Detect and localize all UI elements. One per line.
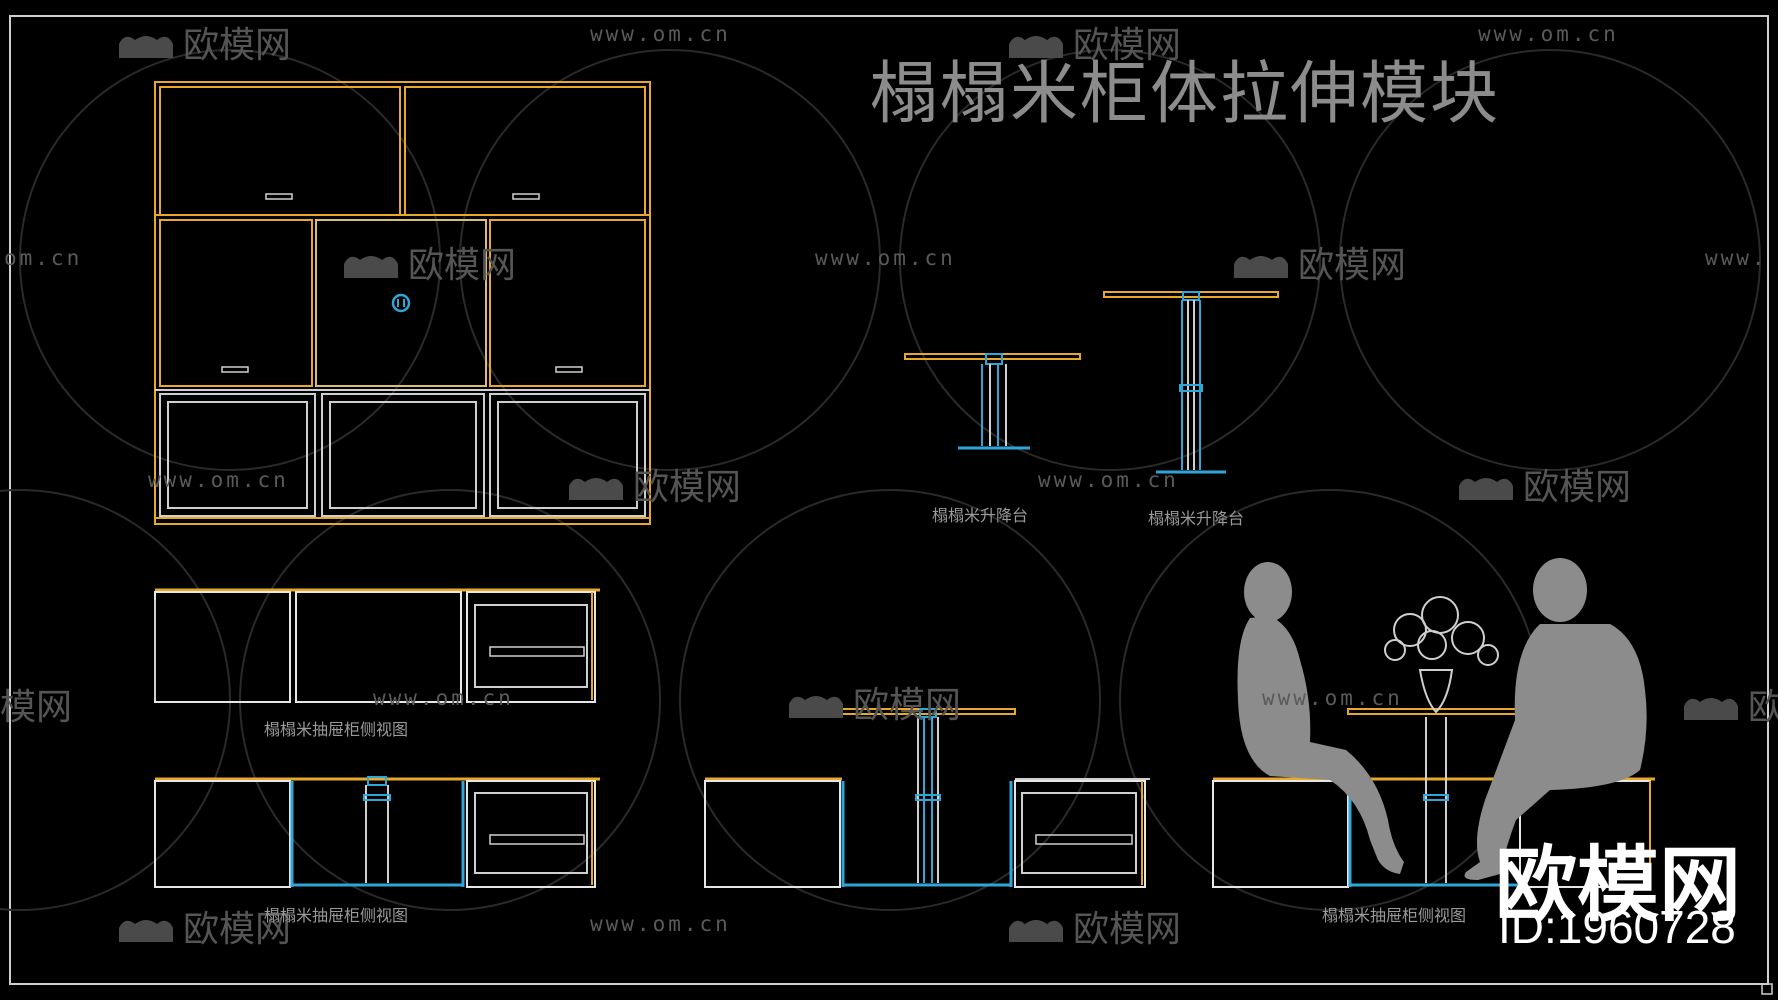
watermark-url-partial: om.cn (4, 246, 83, 270)
sofa-icon (115, 914, 177, 948)
watermark-logo-text: 欧模网 (183, 909, 292, 950)
lift-table-tall (1103, 291, 1279, 474)
watermark-url: www.om.cn (590, 912, 731, 936)
drawing-border (9, 15, 1769, 985)
watermark-logo: 欧模网 (785, 676, 961, 728)
person-silhouette-left (1237, 562, 1404, 874)
watermark-logo-text: 欧模网 (408, 245, 517, 286)
watermark-logo-partial-right: 欧 (1680, 678, 1778, 730)
watermark-logo: 欧模网 (1005, 900, 1181, 952)
watermark-logo-partial-left: 模网 (0, 687, 73, 728)
flower-vase-icon (1384, 596, 1499, 714)
sofa-icon (1230, 250, 1292, 284)
person-silhouette-right (1464, 558, 1647, 880)
drawer-cabinet-side-2 (154, 776, 600, 888)
brand-logo: 欧模网 (1495, 838, 1742, 933)
watermark-logo: 欧模网 (1230, 236, 1406, 288)
watermark-logo: 欧模网 (1455, 458, 1631, 510)
watermark-url: www.om.cn (1478, 22, 1619, 46)
watermark-logo-text: 欧模网 (1298, 245, 1407, 286)
watermark-logo: 欧模网 (565, 458, 741, 510)
watermark-logo-text: 欧模网 (853, 685, 962, 726)
watermark-logo-text: 欧模网 (1523, 467, 1632, 508)
sofa-icon (785, 690, 847, 724)
sofa-icon (1455, 472, 1517, 506)
brand-id: ID:1960728 (1498, 901, 1736, 953)
watermark-logo: 欧模网 (115, 900, 291, 952)
sofa-icon (1005, 914, 1067, 948)
watermark-logo-text: 欧模网 (1073, 909, 1182, 950)
watermark-logo: 欧模网 (340, 236, 516, 288)
sofa-icon (115, 30, 177, 64)
drawer-cabinet-label: 榻榻米抽屉柜侧视图 (264, 720, 409, 739)
sofa-icon (340, 250, 402, 284)
watermark-url: www.om.cn (148, 468, 289, 492)
lift-table-label: 榻榻米升降台 (1148, 509, 1245, 528)
watermark-logo: 欧模网 (1005, 16, 1181, 68)
drawer-cabinet-side-1 (154, 588, 600, 703)
drawer-cabinet-side-3 (704, 708, 1150, 888)
watermark-url: www.om.cn (815, 246, 956, 270)
cabinet-front-elevation (154, 81, 651, 525)
sofa-icon (1680, 692, 1742, 726)
watermark-url: www.om.cn (373, 686, 514, 710)
lift-table-small (904, 353, 1081, 450)
watermark-url-partial: www. (1705, 246, 1768, 270)
drawing-title: 榻榻米柜体拉伸模块 (870, 55, 1501, 134)
watermark-url: www.om.cn (1038, 468, 1179, 492)
watermark-logo-text: 欧模网 (183, 25, 292, 66)
corner-mark (1761, 983, 1773, 995)
watermark-logo-text: 欧模网 (633, 467, 742, 508)
watermark-url: www.om.cn (590, 22, 731, 46)
lift-table-label: 榻榻米升降台 (932, 506, 1029, 525)
lift-button-icon (391, 293, 411, 313)
sofa-icon (1005, 30, 1067, 64)
watermark-logo-text: 欧 (1748, 687, 1778, 728)
watermark-url: www.om.cn (1262, 686, 1403, 710)
drawer-cabinet-label: 榻榻米抽屉柜侧视图 (1322, 906, 1467, 925)
drawer-cabinet-label: 榻榻米抽屉柜侧视图 (264, 906, 409, 925)
sofa-icon (565, 472, 627, 506)
watermark-logo: 欧模网 (115, 16, 291, 68)
watermark-logo-text: 欧模网 (1073, 25, 1182, 66)
